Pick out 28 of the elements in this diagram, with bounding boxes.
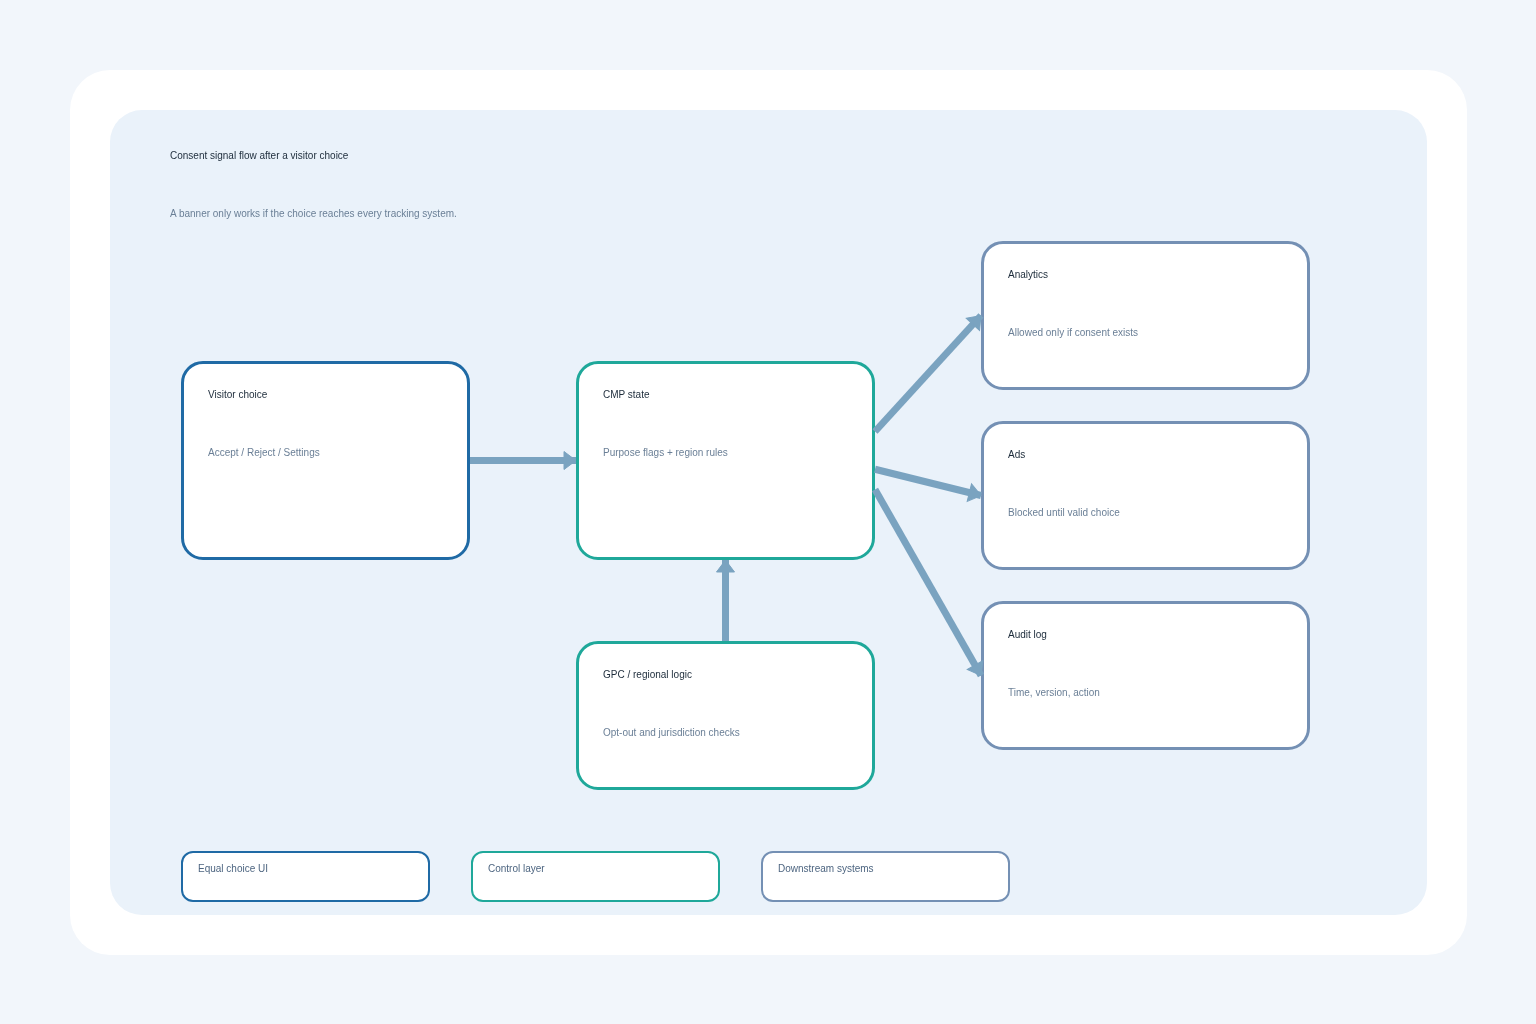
box-title: Audit log: [1008, 629, 1047, 640]
legend-label: Equal choice UI: [198, 863, 269, 874]
arrow: [871, 487, 985, 678]
diagram-title: Consent signal flow after a visitor choice: [170, 150, 349, 161]
process-box: [181, 361, 470, 560]
box-title: Analytics: [1008, 269, 1048, 280]
process-box: [981, 601, 1310, 750]
box-description: Time, version, action: [1008, 687, 1100, 698]
arrow: [874, 465, 982, 502]
box-description: Accept / Reject / Settings: [208, 447, 320, 458]
arrow: [470, 451, 577, 470]
box-title: Visitor choice: [208, 389, 268, 400]
box-title: CMP state: [603, 389, 650, 400]
arrow: [716, 559, 735, 641]
box-description: Purpose flags + region rules: [603, 447, 728, 458]
box-description: Opt-out and jurisdiction checks: [603, 727, 740, 738]
process-box: [576, 361, 875, 560]
box-description: Blocked until valid choice: [1008, 507, 1120, 518]
arrow: [872, 313, 984, 434]
process-box: [576, 641, 875, 790]
diagram-caption: A banner only works if the choice reaches every tracking system.: [170, 208, 457, 219]
process-box: [981, 241, 1310, 390]
box-title: Ads: [1008, 449, 1026, 460]
legend-label: Control layer: [488, 863, 545, 874]
legend-label: Downstream systems: [778, 863, 874, 874]
process-box: [981, 421, 1310, 570]
box-description: Allowed only if consent exists: [1008, 327, 1139, 338]
box-title: GPC / regional logic: [603, 669, 692, 680]
